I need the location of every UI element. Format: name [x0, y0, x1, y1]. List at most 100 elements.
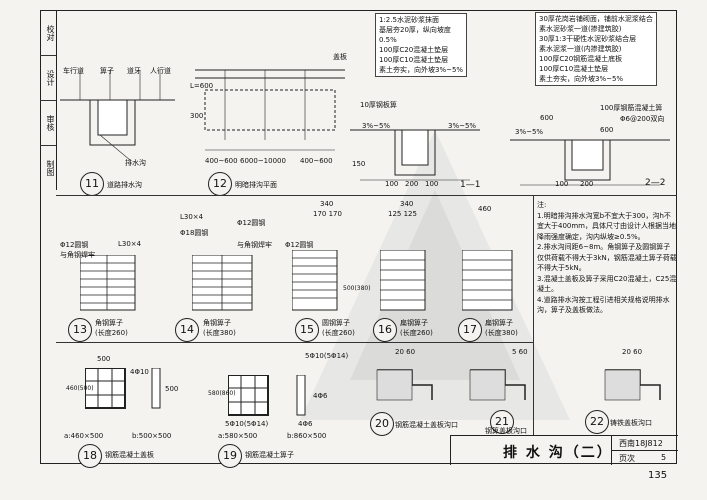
d18-dim-side: 460(500) — [66, 385, 94, 392]
layer-text: 素水泥砂浆一道(掺建筑胶) — [539, 25, 622, 33]
section-1-drawing — [350, 129, 480, 181]
detail-15-grate — [292, 250, 338, 311]
d18-dim-section: 500 — [165, 385, 179, 393]
section-2-drawing — [510, 139, 670, 186]
d15-dim-width: 340 — [320, 200, 334, 208]
detail-18-caption: 钢筋混凝土盖板 — [105, 451, 154, 459]
notes-heading: 注: — [537, 201, 547, 209]
detail-21-caption: 钢箅盖板沟口 — [485, 427, 527, 435]
detail-21-drawing — [469, 369, 526, 401]
d16-dim-halves: 125 125 — [388, 210, 417, 218]
detail-17-sub: (长度380) — [485, 329, 518, 337]
layer-text: 100厚C20混凝土垫层 — [379, 46, 449, 54]
detail-22-caption: 铸铁盖板沟口 — [610, 419, 652, 427]
atlas-number: 西南18J812 — [619, 439, 663, 448]
detail-15-badge: 15 — [295, 318, 319, 342]
row-divider — [56, 195, 677, 196]
detail-18-section — [151, 368, 161, 409]
note-line: 4.道路排水沟按工程引进相关规格说明排水沟，箅子及盖板做法。 — [537, 295, 670, 315]
layer-text: 素土夯实，向外坡3%~5% — [539, 75, 624, 83]
detail-17-caption: 扁钢箅子 — [485, 319, 513, 327]
page-count: 5 — [661, 453, 667, 462]
detail-18-slab — [85, 368, 126, 409]
drawing-frame — [40, 10, 677, 464]
d19-dim-side: 580(860) — [208, 390, 236, 397]
d14-label-weld: 与角钢焊牢 — [237, 241, 272, 249]
layer-text: 0.5% — [379, 36, 397, 44]
detail-19-caption: 钢筋混凝土箅子 — [245, 451, 294, 459]
detail-18-badge: 18 — [78, 444, 102, 468]
s11-dim-a: 100 — [385, 180, 399, 188]
d20-dims: 20 60 — [395, 348, 416, 356]
d12-dim-width: 300 — [190, 112, 204, 120]
detail-16-sub: (长度260) — [400, 329, 433, 337]
s11-dim-c: 100 — [425, 180, 439, 188]
section-1-title: 1—1 — [460, 180, 481, 190]
d11-label-curb: 道牙 — [127, 67, 141, 75]
row-divider — [56, 342, 533, 343]
layer-text: 100厚C20钢筋混凝土底板 — [539, 55, 623, 63]
sidebar-cell: 校对 — [40, 10, 56, 56]
detail-16-caption: 扁钢箅子 — [400, 319, 428, 327]
detail-19-grate — [228, 375, 269, 416]
detail-13-badge: 13 — [68, 318, 92, 342]
layer-text: 1:2.5水泥砂浆抹面 — [379, 16, 439, 24]
d12-dim-left: 400~600 — [205, 157, 238, 165]
d18-variant-a: a:460×500 — [64, 432, 104, 440]
d21-dims: 5 60 — [512, 348, 528, 356]
s22-label-grate: 100厚钢筋混凝土箅 — [600, 104, 663, 112]
note-line: 1.明暗排沟排水沟宽b不宜大于300，沟h不宜大于400mm，具体尺寸由设计人根… — [537, 211, 676, 241]
d17-dim-width: 460 — [478, 205, 492, 213]
sidebar-cell: 制图 — [46, 159, 55, 176]
section-1-layer-legend: 1:2.5水泥砂浆抹面 基层夯20厚，纵向坡度 0.5% 100厚C20混凝土垫… — [375, 13, 468, 77]
detail-20-caption: 钢筋混凝土盖板沟口 — [395, 421, 458, 429]
detail-12-drawing — [195, 69, 345, 151]
detail-12-badge: 12 — [208, 172, 232, 196]
layer-text: 100厚C10混凝土垫层 — [379, 56, 449, 64]
s11-slope-right: 3%~5% — [448, 122, 477, 130]
d13-label-bar: Φ12圆钢 — [60, 241, 89, 249]
detail-19-section — [296, 375, 306, 416]
detail-13-grate — [80, 255, 136, 311]
detail-11-badge: 11 — [80, 172, 104, 196]
d16-dim-width: 340 — [400, 200, 414, 208]
detail-16-badge: 16 — [373, 318, 397, 342]
detail-15-caption: 圆钢箅子 — [322, 319, 350, 327]
detail-13-caption: 角钢箅子 — [95, 319, 123, 327]
section-2-title: 2—2 — [645, 178, 666, 188]
sidebar-cell: 设计 — [40, 55, 56, 101]
detail-14-sub: (长度380) — [203, 329, 236, 337]
detail-19-badge: 19 — [218, 444, 242, 468]
page-number: 135 — [648, 470, 668, 481]
detail-11-caption: 道路排水沟 — [107, 181, 142, 189]
detail-13-sub: (长度260) — [95, 329, 128, 337]
d11-label-sidewalk: 人行道 — [150, 67, 171, 75]
d18-variant-b: b:500×500 — [132, 432, 172, 440]
detail-20-badge: 20 — [370, 412, 394, 436]
layer-text: 30厚花岗岩铺砌面，铺前水泥浆结合 — [539, 15, 653, 23]
s11-slope-left: 3%~5% — [362, 122, 391, 130]
d18-dim-top: 500 — [97, 355, 111, 363]
detail-12-caption: 明暗排沟平面 — [235, 181, 277, 189]
d15-dim-halves: 170 170 — [313, 210, 342, 218]
layer-text: 素土夯实，向外坡3%~5% — [379, 66, 464, 74]
d19-rebar-bottom: 5Φ10(5Φ14) — [225, 420, 269, 428]
d15-label-bar: Φ12圆钢 — [285, 241, 314, 249]
d22-dims: 20 60 — [622, 348, 643, 356]
signature-sidebar: 校对 设计 审核 制图 — [40, 10, 57, 190]
d19-variant-a: a:580×500 — [218, 432, 258, 440]
d14-label-bar18: Φ18圆钢 — [180, 229, 209, 237]
d11-label-roadway: 车行道 — [63, 67, 84, 75]
title-block: 排 水 沟（二） 西南18J812 页次 5 — [450, 435, 678, 465]
s22-dim-left: 600 — [540, 114, 554, 122]
d12-dim-middle: 6000~10000 — [240, 157, 286, 165]
detail-22-badge: 22 — [585, 410, 609, 434]
layer-text: 基层夯20厚，纵向坡度 — [379, 26, 451, 34]
notes-panel: 注: 1.明暗排沟排水沟宽b不宜大于300，沟h不宜大于400mm，具体尺寸由设… — [537, 200, 677, 316]
s11-label-grate: 10厚钢板箅 — [360, 101, 397, 109]
detail-14-badge: 14 — [175, 318, 199, 342]
s22-dim-right: 600 — [600, 126, 614, 134]
notes-divider — [533, 195, 534, 435]
detail-17-grate — [462, 250, 513, 311]
